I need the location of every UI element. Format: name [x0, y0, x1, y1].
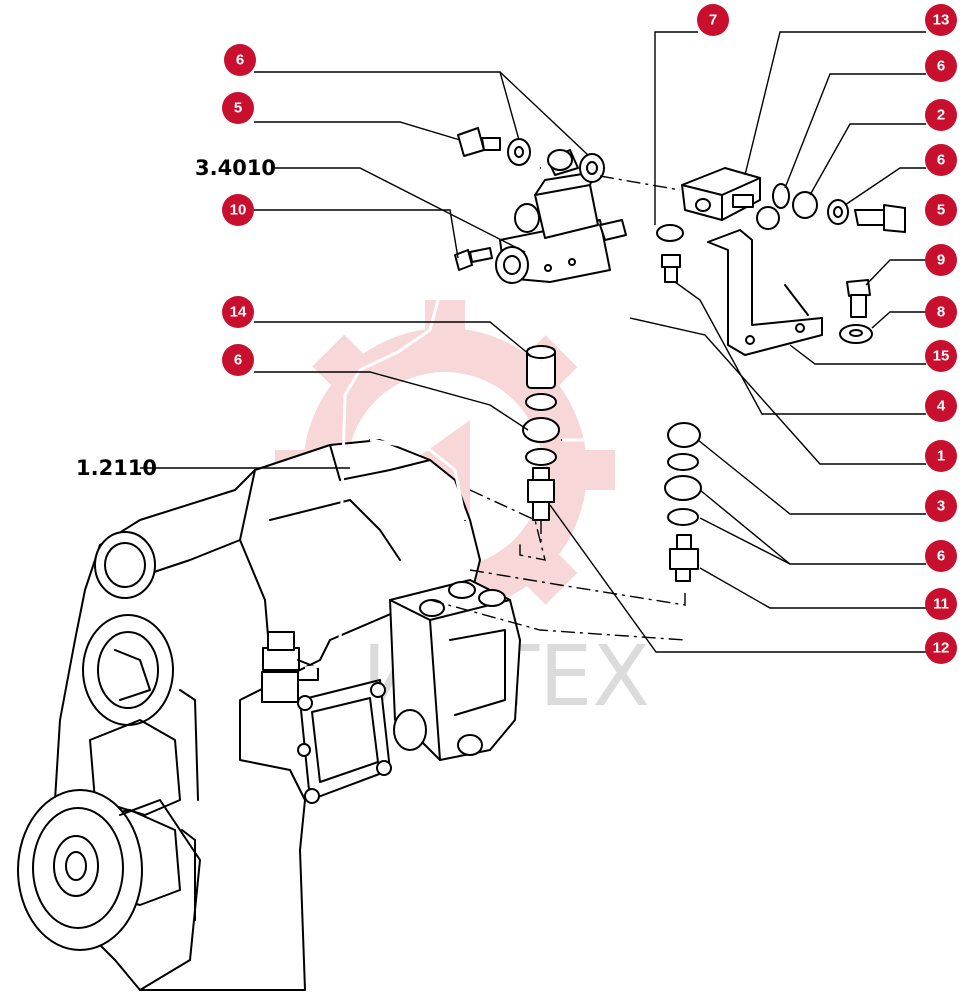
callout-9: 9 [925, 244, 957, 276]
bolt-5-right [854, 204, 906, 233]
callout-6-right-top: 6 [925, 50, 957, 82]
svg-text:6: 6 [937, 548, 945, 565]
svg-text:11: 11 [933, 596, 949, 613]
svg-text:8: 8 [937, 304, 945, 321]
washer-8 [839, 324, 873, 344]
callout-8: 8 [925, 296, 957, 328]
ref-label-3-4010: 3.4010 [195, 156, 276, 180]
solenoid-valve-assembly [495, 149, 627, 284]
svg-text:6: 6 [937, 58, 945, 75]
callout-7: 7 [697, 4, 729, 36]
callout-12: 12 [925, 632, 957, 664]
washer-7 [656, 224, 684, 242]
washers-6-2-right [756, 183, 849, 230]
callout-10: 10 [222, 194, 254, 226]
svg-text:6: 6 [236, 52, 244, 69]
callout-6-right-lower: 6 [925, 540, 957, 572]
svg-text:3: 3 [937, 498, 945, 515]
callout-1: 1 [925, 440, 957, 472]
union-fitting [261, 631, 319, 703]
ref-label-1-2110: 1.2110 [76, 456, 157, 480]
hydraulic-pump [389, 579, 521, 761]
svg-text:6: 6 [937, 152, 945, 169]
svg-text:14: 14 [230, 304, 247, 321]
bolt-9 [846, 279, 871, 318]
svg-text:7: 7 [709, 12, 717, 29]
callout-6-mid-left: 6 [222, 344, 254, 376]
svg-text:4: 4 [937, 398, 946, 415]
svg-text:15: 15 [933, 348, 950, 365]
washer-6-upper-right [547, 149, 605, 183]
washer-6-upper-left [507, 138, 531, 166]
cap-nut-14 [526, 345, 556, 389]
svg-text:5: 5 [937, 202, 945, 219]
svg-text:2: 2 [937, 107, 945, 124]
washer-stack-right [664, 453, 702, 526]
callout-5-left: 5 [222, 92, 254, 124]
callout-3: 3 [925, 490, 957, 522]
washer-stack-left [522, 393, 560, 466]
distribution-block [681, 167, 761, 221]
svg-text:12: 12 [933, 640, 950, 657]
adapter-11 [669, 534, 699, 582]
callout-11: 11 [925, 588, 957, 620]
svg-text:6: 6 [234, 352, 242, 369]
callout-2: 2 [925, 99, 957, 131]
callout-6-right-second: 6 [925, 144, 957, 176]
svg-text:1: 1 [937, 448, 945, 465]
leader-lines [140, 31, 926, 653]
assembly-centerlines [429, 175, 686, 641]
svg-text:5: 5 [234, 100, 242, 117]
hydraulic-pipes [304, 166, 810, 670]
bolt-4 [661, 254, 681, 283]
bolt-10 [454, 247, 493, 271]
svg-text:10: 10 [230, 202, 247, 219]
callout-5-right: 5 [925, 194, 957, 226]
callout-15: 15 [925, 340, 957, 372]
svg-text:9: 9 [937, 252, 945, 269]
flange-plate [297, 679, 392, 804]
bracket-15 [707, 229, 823, 356]
callout-4: 4 [925, 390, 957, 422]
cap-nut-3 [667, 422, 701, 448]
bolt-5-upper-left [457, 127, 501, 157]
callout-13: 13 [925, 4, 957, 36]
callout-14: 14 [222, 296, 254, 328]
adapter-12 [527, 467, 555, 521]
svg-text:13: 13 [933, 12, 950, 29]
callout-6-top-left: 6 [224, 44, 256, 76]
gearbox-housing [17, 439, 481, 991]
